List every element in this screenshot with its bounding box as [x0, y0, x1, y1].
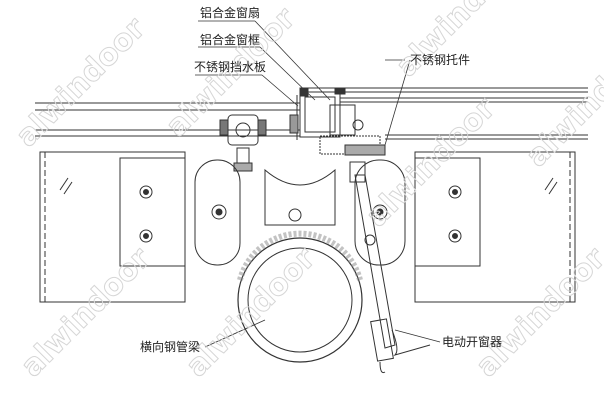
- label-aluminum-frame: 铝合金窗框: [200, 33, 261, 47]
- label-stainless-bracket: 不锈钢托件: [410, 53, 471, 67]
- roller-left: [219, 114, 267, 172]
- leader-lines: [195, 20, 441, 348]
- label-steel-pipe-beam: 横向钢管梁: [140, 340, 201, 354]
- steel-pipe-beam: [237, 230, 363, 363]
- label-stainless-flashing: 不锈钢挡水板: [194, 60, 267, 74]
- electric-opener: [354, 174, 431, 373]
- label-aluminum-sash: 铝合金窗扇: [200, 6, 261, 20]
- roller-right: [344, 144, 386, 183]
- label-electric-opener: 电动开窗器: [442, 335, 503, 349]
- window-profile: [289, 87, 381, 155]
- mounting-plates: [39, 151, 576, 303]
- frame-rails: [35, 87, 588, 140]
- bolts: [139, 185, 462, 243]
